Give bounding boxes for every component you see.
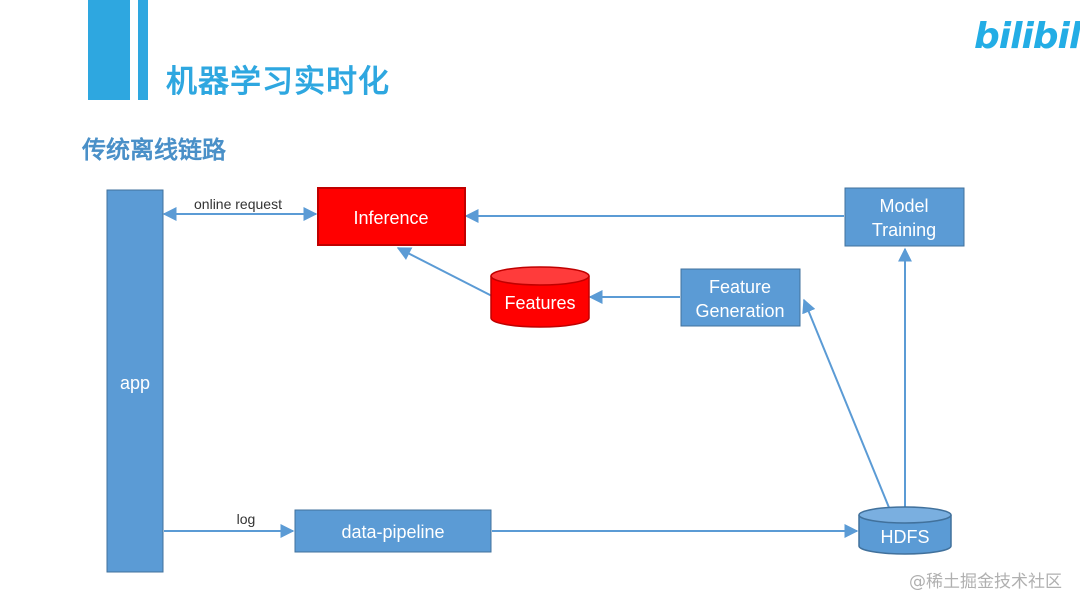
inference-label: Inference	[353, 208, 428, 228]
page-title: 机器学习实时化	[166, 64, 390, 100]
features-label: Features	[504, 293, 575, 313]
model-training-label-line1: Model	[879, 196, 928, 216]
app-node: app	[106, 189, 164, 573]
features-to-inference-arrow	[396, 247, 493, 297]
model-training-label-line2: Training	[872, 220, 936, 240]
header-accent-bar-thin	[138, 0, 148, 100]
data-pipeline-label: data-pipeline	[341, 522, 444, 542]
watermark: @稀土掘金技术社区	[909, 572, 1062, 592]
data-pipeline-node: data-pipeline	[294, 509, 492, 553]
feature-generation-node: Feature Generation	[680, 268, 801, 327]
hdfs-to-featuregen-arrow	[802, 298, 891, 511]
model-training-node: Model Training	[844, 187, 965, 247]
hdfs-label: HDFS	[881, 527, 930, 547]
hdfs-node: HDFS	[858, 506, 952, 555]
edges	[162, 207, 912, 538]
feature-generation-label-line1: Feature	[709, 277, 771, 297]
header-accent-bar	[88, 0, 130, 100]
bilibili-logo: bilibili	[974, 16, 1080, 57]
features-node: Features	[490, 266, 590, 328]
log-label: log	[237, 511, 256, 527]
online-request-label: online request	[194, 196, 282, 212]
app-label: app	[120, 373, 150, 393]
section-title: 传统离线链路	[82, 136, 226, 164]
inference-node: Inference	[317, 187, 466, 246]
feature-generation-label-line2: Generation	[695, 301, 784, 321]
